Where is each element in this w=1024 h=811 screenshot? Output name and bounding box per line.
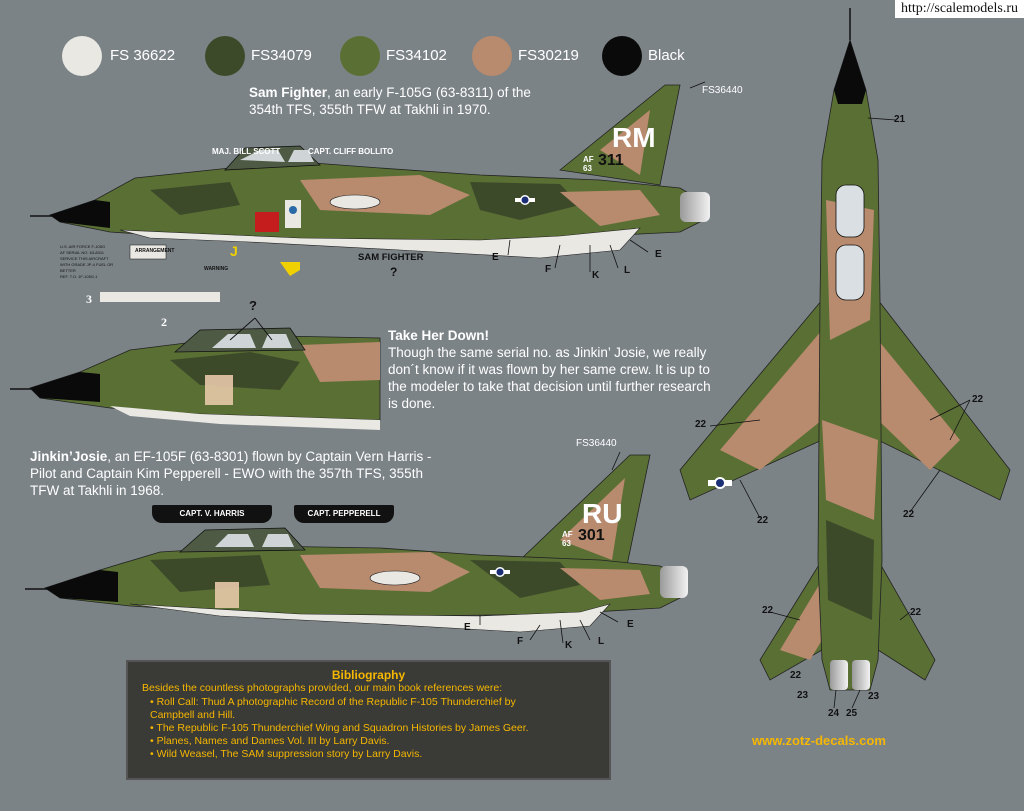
ewo-plate: CAPT. PEPPERELL (294, 505, 394, 523)
arrangement-decal (129, 244, 167, 260)
bibliography-item: • Wild Weasel, The SAM suppression story… (150, 748, 423, 760)
sam-fighter-name: Sam Fighter (249, 85, 328, 100)
swatch-label: FS30219 (518, 47, 579, 64)
jj-line3: TFW at Takhli in 1968. (30, 483, 165, 498)
callout-e: E (627, 619, 634, 630)
callout-e: E (464, 622, 471, 633)
take-her-down-text: Take Her Down! Though the same serial no… (388, 327, 758, 412)
bibliography-item: • Planes, Names and Dames Vol. III by La… (150, 735, 390, 747)
swatch-label: FS 36622 (110, 47, 176, 64)
callout-22: 22 (910, 607, 922, 618)
ewo-name-top: CAPT. CLIFF BOLLITO (308, 147, 394, 156)
callout-22: 22 (972, 394, 984, 405)
swatch-label: FS34079 (251, 47, 312, 64)
callout-22: 22 (790, 670, 802, 681)
thd-line: Though the same serial no. as Jinkin’ Jo… (388, 345, 707, 360)
stencil-j: J (230, 243, 238, 259)
sam-fighter-caption: Sam Fighter, an early F-105G (63-8311) o… (249, 84, 589, 118)
bibliography-item: Campbell and Hill. (150, 709, 236, 721)
swatch-black (602, 36, 642, 76)
callout-f: F (545, 264, 552, 275)
data-line: SERVICE THIS AIRCRAFT (60, 256, 109, 261)
callout-23: 23 (868, 691, 880, 702)
thd-line: don´t know if it was flown by her same c… (388, 362, 710, 377)
jj-line1: , an EF-105F (63-8301) flown by Captain … (107, 449, 432, 464)
tail-code-ru: RU (582, 498, 623, 529)
callout-e: E (655, 249, 662, 260)
callout-24: 24 (828, 708, 840, 719)
profile-leader-lines (479, 81, 706, 644)
swatch-label: FS34102 (386, 47, 447, 64)
profile-sam-fighter (30, 84, 710, 259)
callout-k: K (565, 640, 573, 651)
callout-e: E (492, 252, 499, 263)
jj-line2: Pilot and Captain Kim Pepperell - EWO wi… (30, 466, 423, 481)
callout-21: 21 (894, 114, 906, 125)
sam-fighter-desc2: 354th TFS, 355th TFW at Takhli in 1970. (249, 102, 491, 117)
callout-l: L (624, 265, 631, 276)
swatch-fs34079 (205, 36, 245, 76)
fs-ref-top: FS36440 (702, 85, 743, 96)
watermark-url: http://scalemodels.ru (894, 0, 1024, 18)
warning-decal (280, 262, 300, 276)
data-block: U.S. AIR FORCE F-105G AF SERIAL NO. 63-8… (60, 244, 120, 280)
tail-small-top: AF 63 (583, 155, 594, 173)
swatch-label: Black (648, 47, 685, 64)
bibliography-list: • Roll Call: Thud A photographic Record … (142, 696, 595, 761)
stencil-arrangement: ARRANGEMENT (135, 248, 175, 254)
pilot-plate: CAPT. V. HARRIS (152, 505, 272, 523)
fs-ref-bottom: FS36440 (576, 438, 617, 449)
bibliography-item: • The Republic F-105 Thunderchief Wing a… (150, 722, 529, 734)
jinkin-josie-name: Jinkin’Josie (30, 449, 108, 464)
stencil-warning: WARNING (204, 266, 229, 272)
take-her-down-title: Take Her Down! (388, 328, 490, 343)
bibliography-item: • Roll Call: Thud A photographic Record … (150, 696, 516, 708)
callout-22: 22 (757, 515, 769, 526)
thd-line: the modeler to take that decision until … (388, 379, 711, 394)
data-line: AF SERIAL NO. 63-8311 (60, 250, 105, 255)
swatch-fs36622 (62, 36, 102, 76)
callout-l: L (598, 636, 605, 647)
bibliography-box: Bibliography Besides the countless photo… (126, 660, 611, 780)
plan-view (679, 8, 1011, 709)
profile-jinkin-josie (25, 454, 688, 633)
swatch-fs34102 (340, 36, 380, 76)
data-line: REF. T.O. 1F-105G-1 (60, 274, 98, 279)
website-link[interactable]: www.zotz-decals.com (752, 733, 886, 748)
pilot-name-top: MAJ. BILL SCOTT (212, 147, 281, 156)
sam-fighter-desc1: , an early F-105G (63-8311) of the (327, 85, 531, 100)
callout-23: 23 (797, 690, 809, 701)
data-line: WITH GRADE JP-4 FUEL OR BETTER (60, 262, 114, 273)
profile-take-her-down (10, 317, 381, 430)
swatch-fs30219 (472, 36, 512, 76)
nose-art-question: ? (390, 265, 398, 279)
callout-22: 22 (762, 605, 774, 616)
bibliography-intro: Besides the countless photographs provid… (142, 682, 503, 694)
decal-strip (100, 292, 220, 302)
callout-22: 22 (903, 509, 915, 520)
callout-25: 25 (846, 708, 858, 719)
nose-art-label: SAM FIGHTER (358, 252, 424, 263)
bibliography-title: Bibliography (331, 668, 406, 682)
tail-code-rm: RM (612, 122, 656, 153)
tail-serial-bottom: 301 (578, 527, 605, 544)
jinkin-josie-caption: Jinkin’Josie, an EF-105F (63-8301) flown… (30, 448, 510, 499)
tail-serial-top: 311 (598, 152, 624, 169)
callout-f: F (517, 636, 524, 647)
decal-number-2: 2 (161, 315, 167, 329)
tail-small-bottom: AF 63 (562, 530, 573, 548)
data-line: U.S. AIR FORCE F-105G (60, 244, 106, 249)
callout-k: K (592, 270, 600, 281)
thd-line: is done. (388, 396, 436, 411)
decal-number-3: 3 (86, 292, 92, 306)
callout-22: 22 (695, 419, 707, 430)
thd-question: ? (249, 298, 257, 313)
